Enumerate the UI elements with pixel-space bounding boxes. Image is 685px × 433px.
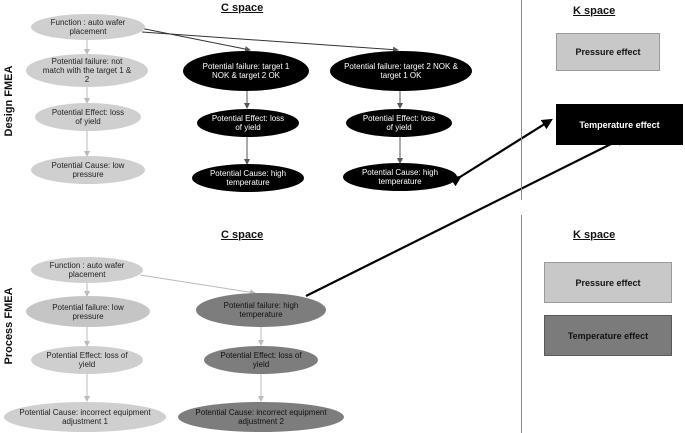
process-failure-high-temp-node: Potential failure: high temperature xyxy=(196,293,326,327)
c-space-header-process: C space xyxy=(221,229,264,241)
design-function-node: Function : auto wafer placement xyxy=(31,14,145,40)
arrow-temperature-bidirectional xyxy=(449,118,553,187)
process-effect-node: Potential Effect: loss of yield xyxy=(31,346,143,374)
design-fmea-label: Design FMEA xyxy=(3,65,15,137)
arrow-process-temperature xyxy=(305,136,627,297)
c-space-header-design: C space xyxy=(221,2,264,14)
design-temperature-effect-box: Temperature effect xyxy=(556,104,683,145)
design-effect-col2-node: Potential Effect: loss of yield xyxy=(197,109,299,137)
process-cause-node: Potential Cause: incorrect equipment adj… xyxy=(4,402,166,432)
design-cause-col3-node: Potential Cause: high temperature xyxy=(343,163,457,191)
design-effect-node: Potential Effect: loss of yield xyxy=(35,103,141,131)
arrow-p-function-col2 xyxy=(139,274,256,296)
process-temperature-effect-box: Temperature effect xyxy=(544,315,672,356)
process-effect-col2-node: Potential Effect: loss of yield xyxy=(204,346,318,374)
design-cause-col2-node: Potential Cause: high temperature xyxy=(192,164,304,192)
design-cause-node: Potential Cause: low pressure xyxy=(31,156,145,184)
process-failure-node: Potential failure: low pressure xyxy=(26,296,150,327)
divider-process xyxy=(521,215,522,433)
k-space-header-process: K space xyxy=(573,229,616,241)
design-failure-target2-node: Potential failure: target 2 NOK & target… xyxy=(330,51,472,91)
k-space-header-design: K space xyxy=(573,5,616,17)
arrow-d-function-col3 xyxy=(141,31,399,53)
divider-design xyxy=(521,0,522,200)
design-failure-node: Potential failure: not match with the ta… xyxy=(26,54,148,87)
design-failure-target1-node: Potential failure: target 1 NOK & target… xyxy=(183,51,309,91)
process-pressure-effect-box: Pressure effect xyxy=(544,262,672,303)
design-pressure-effect-box: Pressure effect xyxy=(556,33,660,71)
design-effect-col3-node: Potential Effect: loss of yield xyxy=(346,109,452,137)
process-fmea-label: Process FMEA xyxy=(3,287,15,365)
process-function-node: Function : auto wafer placement xyxy=(31,257,143,283)
arrow-d-function-col2 xyxy=(139,27,251,52)
process-cause-col2-node: Potential Cause: incorrect equipment adj… xyxy=(178,402,344,432)
